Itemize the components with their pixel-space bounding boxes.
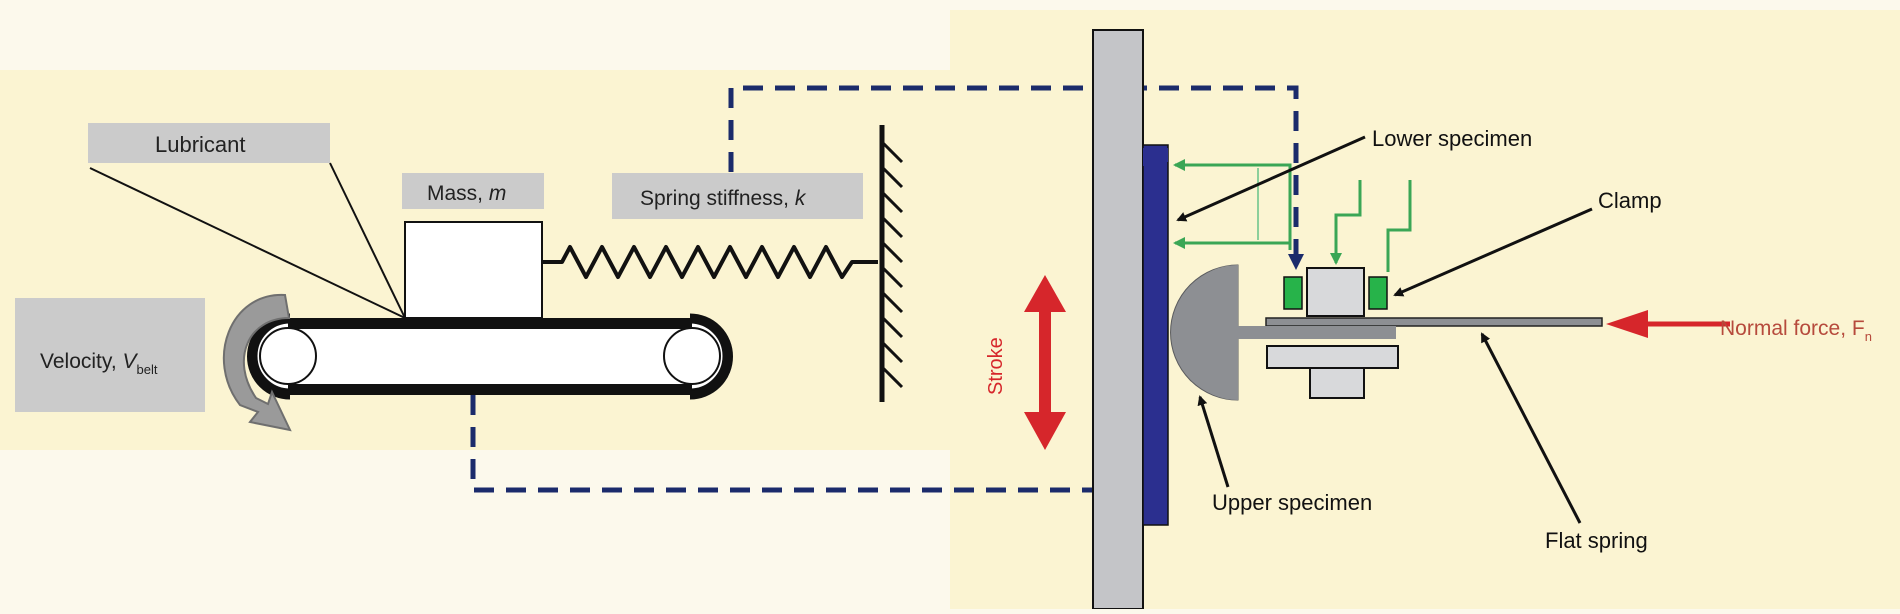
belt-body xyxy=(254,320,726,392)
flat-spring-leader xyxy=(1480,332,1582,524)
upper-specimen-leader xyxy=(1197,395,1230,488)
wall-hatching xyxy=(880,140,904,389)
clamp-base xyxy=(1266,345,1399,369)
spring xyxy=(542,245,878,279)
clamp-force-left xyxy=(1330,180,1362,265)
clamp-label: Clamp xyxy=(1598,188,1662,213)
clamp-bolt xyxy=(1309,367,1365,399)
mass-block xyxy=(404,221,543,319)
spring-label: Spring stiffness, k xyxy=(640,187,807,210)
lower-specimen-leader xyxy=(1176,135,1366,222)
clamp-nut xyxy=(1306,267,1365,317)
vertical-plate xyxy=(1092,29,1144,610)
lubricant-leader-line xyxy=(89,167,406,319)
normal-force-label: Normal force, Fn xyxy=(1720,317,1872,344)
normal-force-arrow-head xyxy=(1606,310,1648,338)
belt-left-curve xyxy=(247,313,291,400)
clamp-force-right xyxy=(1386,180,1412,272)
belt-right-curve xyxy=(689,313,733,400)
lower-specimen-notch xyxy=(1143,160,1161,166)
dashed-link-top xyxy=(728,85,1304,270)
belt-top-strip xyxy=(288,318,692,329)
lubricant-label-box xyxy=(88,123,330,163)
clamp-pad-right xyxy=(1368,276,1388,310)
spring-shank xyxy=(1236,326,1396,339)
belt-right-roller xyxy=(663,327,721,385)
lower-specimen-label: Lower specimen xyxy=(1372,126,1532,151)
mass-label: Mass, m xyxy=(427,182,506,205)
stroke-label: Stroke xyxy=(985,337,1007,395)
velocity-label: Velocity, Vbelt xyxy=(40,350,158,377)
spring-label-box xyxy=(612,173,863,219)
lubricant-leader-line xyxy=(329,162,406,319)
clamp-leader xyxy=(1393,207,1593,297)
mass-label-box xyxy=(402,173,544,209)
belt-left-roller xyxy=(259,327,317,385)
lower-specimen-cap xyxy=(1143,148,1168,162)
velocity-label-box xyxy=(15,298,205,412)
lubricant-label: Lubricant xyxy=(155,132,246,157)
upper-specimen-label: Upper specimen xyxy=(1212,490,1372,515)
force-line-top xyxy=(1173,159,1292,250)
stroke-arrow-head-down xyxy=(1024,412,1066,450)
stroke-arrow-head-up xyxy=(1024,275,1066,312)
lower-specimen-bar xyxy=(1142,144,1169,526)
upper-specimen-dome-fill xyxy=(1175,264,1238,401)
clamp-pad-left xyxy=(1283,276,1303,310)
flat-spring xyxy=(1265,317,1603,327)
belt-bottom-strip xyxy=(288,384,692,395)
rotation-arrow-icon xyxy=(222,293,292,432)
flat-spring-label: Flat spring xyxy=(1545,528,1648,553)
